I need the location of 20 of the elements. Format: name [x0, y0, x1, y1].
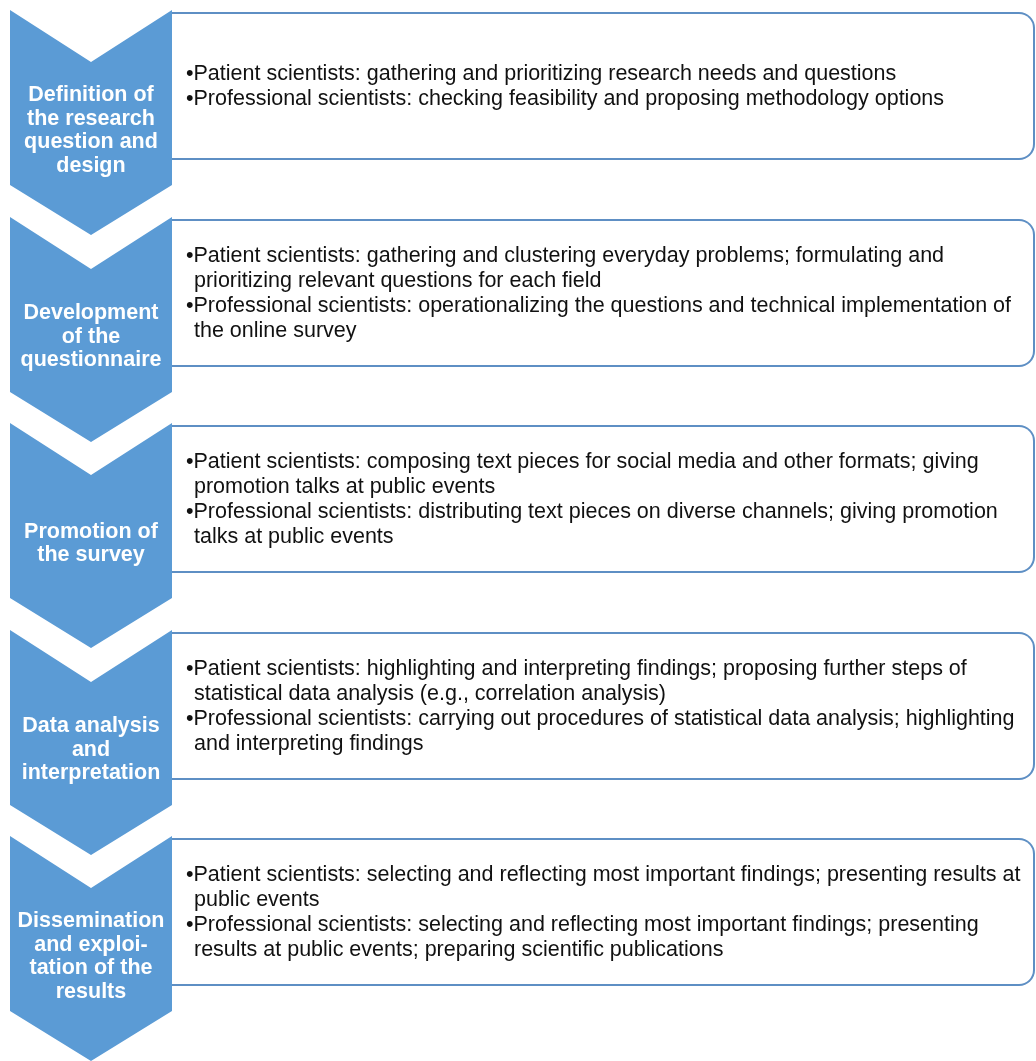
bullet-text: •Professional scientists: checking feasibility and proposing methodology options — [186, 86, 945, 111]
description-box — [172, 218, 1035, 367]
description-box — [172, 631, 1035, 780]
bullet-text: •Patient scientists: selecting and reflecting most important findings; presenting results at public events — [186, 862, 1022, 912]
stage-label: Development of the questionnaire — [19, 301, 163, 372]
stage-label: Definition of the research question and design — [23, 83, 159, 177]
description-box — [172, 425, 1035, 573]
bullet-text: •Professional scientists: selecting and reflecting most important findings; presenting results at public events; preparing scientific publications — [186, 912, 980, 962]
bullet-text: •Patient scientists: composing text pieces for social media and other formats; giving promotion talks at public events — [186, 449, 980, 499]
bullet-text: •Patient scientists: gathering and clustering everyday problems; formulating and prioritizing relevant questions for each field — [186, 242, 946, 293]
bullet-text: •Professional scientists: carrying out procedures of statistical data analysis; highlighting and interpreting findings — [186, 705, 1016, 756]
bullet-text: •Patient scientists: highlighting and interpreting findings; proposing further steps of statistical data analysis (e.g., correlation analysis) — [186, 655, 968, 706]
description-box — [172, 838, 1035, 986]
bullet-text: •Patient scientists: gathering and prioritizing research needs and questions — [186, 61, 898, 86]
stage-label: Promotion of the survey — [23, 519, 159, 567]
bullet-text: •Professional scientists: operationalizing the questions and technical implementation of the online survey — [186, 292, 1012, 343]
stage-label: Data analysis and interpretation — [20, 714, 162, 785]
stage-label: Dissemination and exploi-tation of the results — [16, 909, 166, 1003]
description-box — [172, 12, 1035, 160]
bullet-text: •Professional scientists: distributing text pieces on diverse channels; giving promotion talks at public events — [186, 499, 999, 549]
